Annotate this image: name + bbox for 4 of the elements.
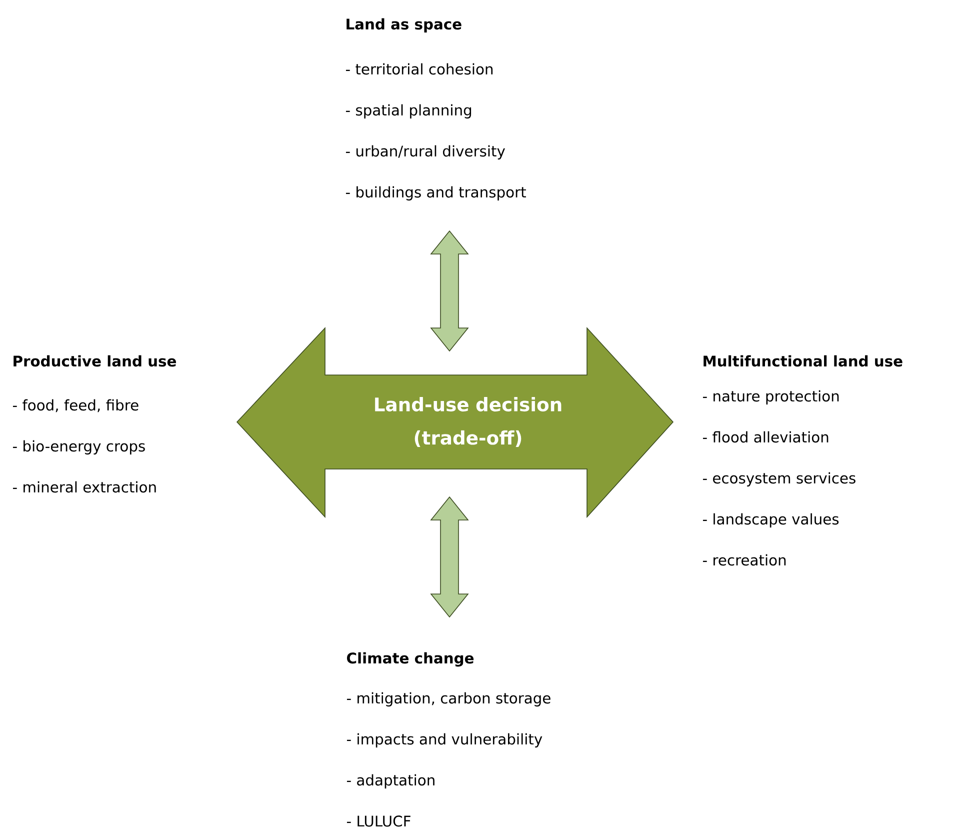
text-list: Productive land use - food, feed, fibre - bio-energy crops - mineral extraction [12, 355, 176, 493]
text-list: Land as space - territorial cohesion - spatial planning - urban/rural diversity - buildings and transport [346, 18, 526, 200]
text-list: Climate change - mitigation, carbon storage - impacts and vulnerability - adaptation - LULUCF [346, 652, 550, 827]
text-list: Multifunctional land use - nature protection - flood alleviation - ecosystem services - landscape values - recreation [702, 355, 902, 566]
